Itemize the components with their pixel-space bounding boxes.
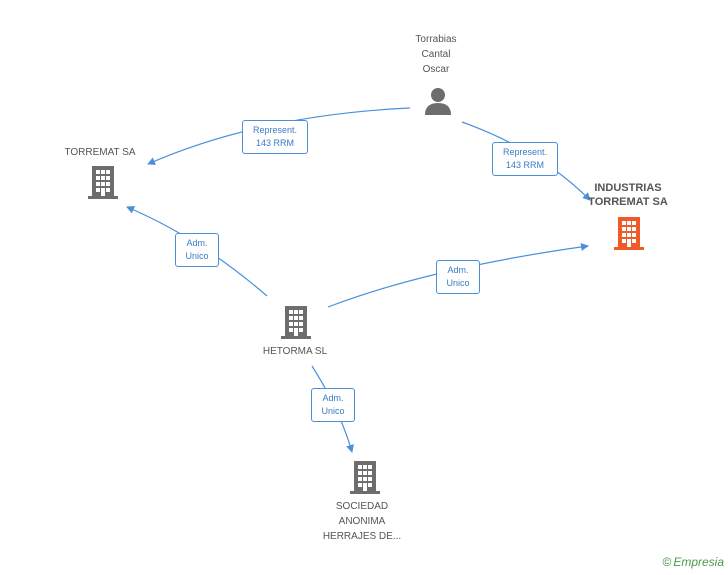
person-icon[interactable]: [425, 88, 451, 115]
edge-label-represent-torremat[interactable]: Represent. 143 RRM: [242, 120, 308, 154]
node-label-torremat[interactable]: TORREMAT SA: [64, 147, 136, 158]
edge-label-adm-sociedad[interactable]: Adm. Unico: [311, 388, 355, 422]
brand-name: Empresia: [673, 555, 724, 569]
copyright-symbol: ©: [662, 555, 672, 569]
edge-label-adm-industrias[interactable]: Adm. Unico: [436, 260, 480, 294]
node-label-sociedad[interactable]: SOCIEDAD ANONIMA HERRAJES DE...: [322, 501, 402, 542]
edge-label-represent-industrias[interactable]: Represent. 143 RRM: [492, 142, 558, 176]
edge-label-adm-torremat[interactable]: Adm. Unico: [175, 233, 219, 267]
node-label-torrabias[interactable]: Torrabias Cantal Oscar: [415, 34, 457, 75]
building-icon-torremat[interactable]: [88, 166, 118, 199]
building-icon-sociedad[interactable]: [350, 461, 380, 494]
node-label-hetorma[interactable]: HETORMA SL: [262, 346, 328, 357]
building-icon-industrias[interactable]: [614, 217, 644, 250]
node-label-industrias[interactable]: INDUSTRIAS TORREMAT SA: [588, 182, 668, 208]
building-icon-hetorma[interactable]: [281, 306, 311, 339]
brand-footer: ©Empresia: [662, 555, 724, 569]
